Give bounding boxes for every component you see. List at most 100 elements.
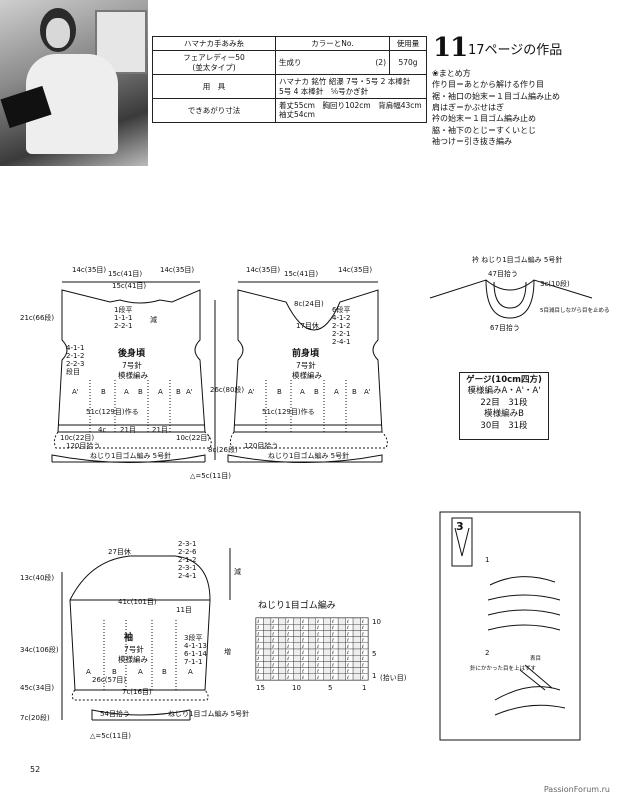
- front-body-diagram: [227, 281, 388, 463]
- rib-chart-cell: [263, 661, 272, 668]
- back-dec2-2: 2-2-1: [114, 322, 132, 330]
- rib-chart-cell: [352, 617, 361, 625]
- rib-chart-cell: [337, 617, 346, 625]
- front-rib: ねじり1目ゴム編み 5号針: [268, 451, 349, 460]
- rib-chart-cell: [278, 630, 287, 637]
- rib-chart-symbol: ℓ: [286, 669, 289, 675]
- rib-chart-symbol: ℓ: [346, 625, 349, 631]
- collar-bottom: 67目拾う: [490, 323, 520, 332]
- rib-chart-symbol: ℓ: [286, 656, 289, 662]
- finishing-step: 脇・袖下のとじ＝すくいとじ: [432, 125, 536, 135]
- rib-chart-cell: [278, 642, 287, 650]
- rib-chart-symbol: ℓ: [271, 638, 274, 644]
- back-col-3: B: [138, 388, 143, 396]
- back-side: 10c(22目): [60, 434, 94, 442]
- sleeve-cap-dec-1: 2-2-6: [178, 548, 197, 556]
- illus-s2: 2: [485, 649, 489, 657]
- size-label: できあがり寸法: [152, 97, 276, 123]
- rib-chart-symbol: ℓ: [257, 644, 260, 650]
- yarn-name: フェアレディー50: [183, 53, 245, 63]
- back-title: 後身頃: [118, 347, 146, 359]
- front-neck-dec-1: 4-1-2: [332, 314, 350, 322]
- rib-chart-symbol: ℓ: [257, 619, 260, 625]
- header-amount: 使用量: [389, 35, 427, 52]
- rib-chart-cell: [352, 661, 361, 668]
- front-col-2: A: [300, 388, 305, 396]
- sleeve-col-1: B: [112, 668, 117, 676]
- front-neck-dec-3: 2-2-1: [332, 330, 350, 338]
- rib-chart-cell: [352, 648, 361, 656]
- rib-chart-cell: [352, 624, 361, 631]
- back-colw-6: 10c(22目): [176, 434, 210, 442]
- rib-chart-symbol: ℓ: [346, 619, 349, 625]
- back-dec-0: 4-1-1: [66, 344, 84, 352]
- sleeve-mid: 7c(16目): [122, 688, 152, 696]
- front-pickup: 120目拾う: [244, 441, 278, 450]
- rib-chart-cell: [308, 661, 316, 668]
- rib-chart-symbol: ℓ: [316, 638, 319, 644]
- work-title: 17ページの作品: [468, 43, 563, 58]
- sleeve-cap-note: 減: [234, 567, 241, 576]
- sleeve-cap-dec-2: 2-1-2: [178, 556, 196, 564]
- rib-chart-cell: [352, 630, 361, 637]
- photo-face: [46, 18, 70, 48]
- sleeve-rib: ねじり1目ゴム編み 5号針: [168, 709, 249, 718]
- rib-chart-symbol: ℓ: [257, 638, 260, 644]
- sleeve-inc-1: 4-1-13: [184, 642, 207, 650]
- rib-chart-cell: [308, 648, 316, 656]
- rib-chart-symbol: ℓ: [301, 631, 304, 637]
- sleeve-inc-2: 6-1-14: [184, 650, 207, 658]
- front-col-0: A': [248, 388, 255, 396]
- back-rib-h: 8c(26段): [208, 445, 238, 454]
- rib-chart-cell: [293, 630, 302, 637]
- sleeve-inc-0: 3段平: [184, 633, 202, 642]
- rib-chart-symbol: ℓ: [361, 644, 364, 650]
- back-h-left: 21c(66段): [20, 313, 54, 322]
- front-col-5: B: [352, 388, 357, 396]
- rib-chart-symbol: ℓ: [301, 650, 304, 656]
- rib-chart-symbol: ℓ: [286, 644, 289, 650]
- rib-chart-cell: [278, 655, 287, 662]
- sleeve-inc-3: 7-1-1: [184, 658, 202, 666]
- back-dec-2: 2-2-3: [66, 360, 84, 368]
- rib-chart-cell: [337, 636, 346, 643]
- rib-chart-cell: [352, 636, 361, 643]
- back-dec2-1: 1-1-1: [114, 314, 132, 322]
- back-h-right: 26c(80段): [210, 385, 244, 394]
- illus-s1: 1: [485, 556, 489, 564]
- rib-chart-cell: [337, 673, 346, 681]
- back-rib: ねじり1目ゴム編み 5号針: [90, 451, 171, 460]
- back-body-diagram: [51, 281, 216, 463]
- rib-chart-symbol: ℓ: [331, 644, 334, 650]
- tools-line-2: 5号 4 本棒針 ⁵⁄₀号かぎ針: [279, 86, 369, 96]
- rib-chart-cell: [278, 636, 287, 643]
- sleeve-title: 袖: [123, 631, 133, 643]
- rib-chart-cell: [263, 624, 272, 631]
- back-dec-3: 段目: [66, 367, 80, 376]
- rib-chart-cell: [323, 630, 331, 637]
- tools-value: ハマナカ 銘竹 紹瀑 7号・5号 2 本棒針 5号 4 本棒針 ⁵⁄₀号かぎ針: [275, 74, 427, 99]
- front-cast-on: 51c(129目)作る: [262, 407, 315, 416]
- back-colw-2: 21目: [120, 426, 136, 434]
- rib-chart-symbol: ℓ: [301, 675, 304, 681]
- rib-chart-symbol: ℓ: [286, 619, 289, 625]
- rib-chart-cell: [308, 630, 316, 637]
- rib-chart-cell: [293, 667, 302, 674]
- gauge-title: ゲージ(10cm四方): [466, 375, 542, 385]
- front-neck-mid: 17目休: [296, 321, 319, 330]
- rib-chart-cell: [278, 673, 287, 681]
- rib-chart-cell: [337, 655, 346, 662]
- rib-chart-symbol: ℓ: [316, 675, 319, 681]
- sleeve-col-2: A: [138, 668, 143, 676]
- front-neck-dec-0: 6段平: [332, 305, 350, 314]
- front-top-mid: 15c(41目): [284, 270, 318, 278]
- finishing-step: 作り目＝あとから解ける作り目: [432, 80, 544, 90]
- page-number: 52: [30, 765, 41, 774]
- rib-chart-cell: [323, 636, 331, 643]
- front-pattern: 模様編み: [292, 370, 322, 380]
- technique-illustration: [439, 511, 581, 741]
- back-col-2: A: [124, 388, 129, 396]
- rib-y-1: 1: [372, 672, 376, 680]
- rib-chart-symbol: ℓ: [257, 625, 260, 631]
